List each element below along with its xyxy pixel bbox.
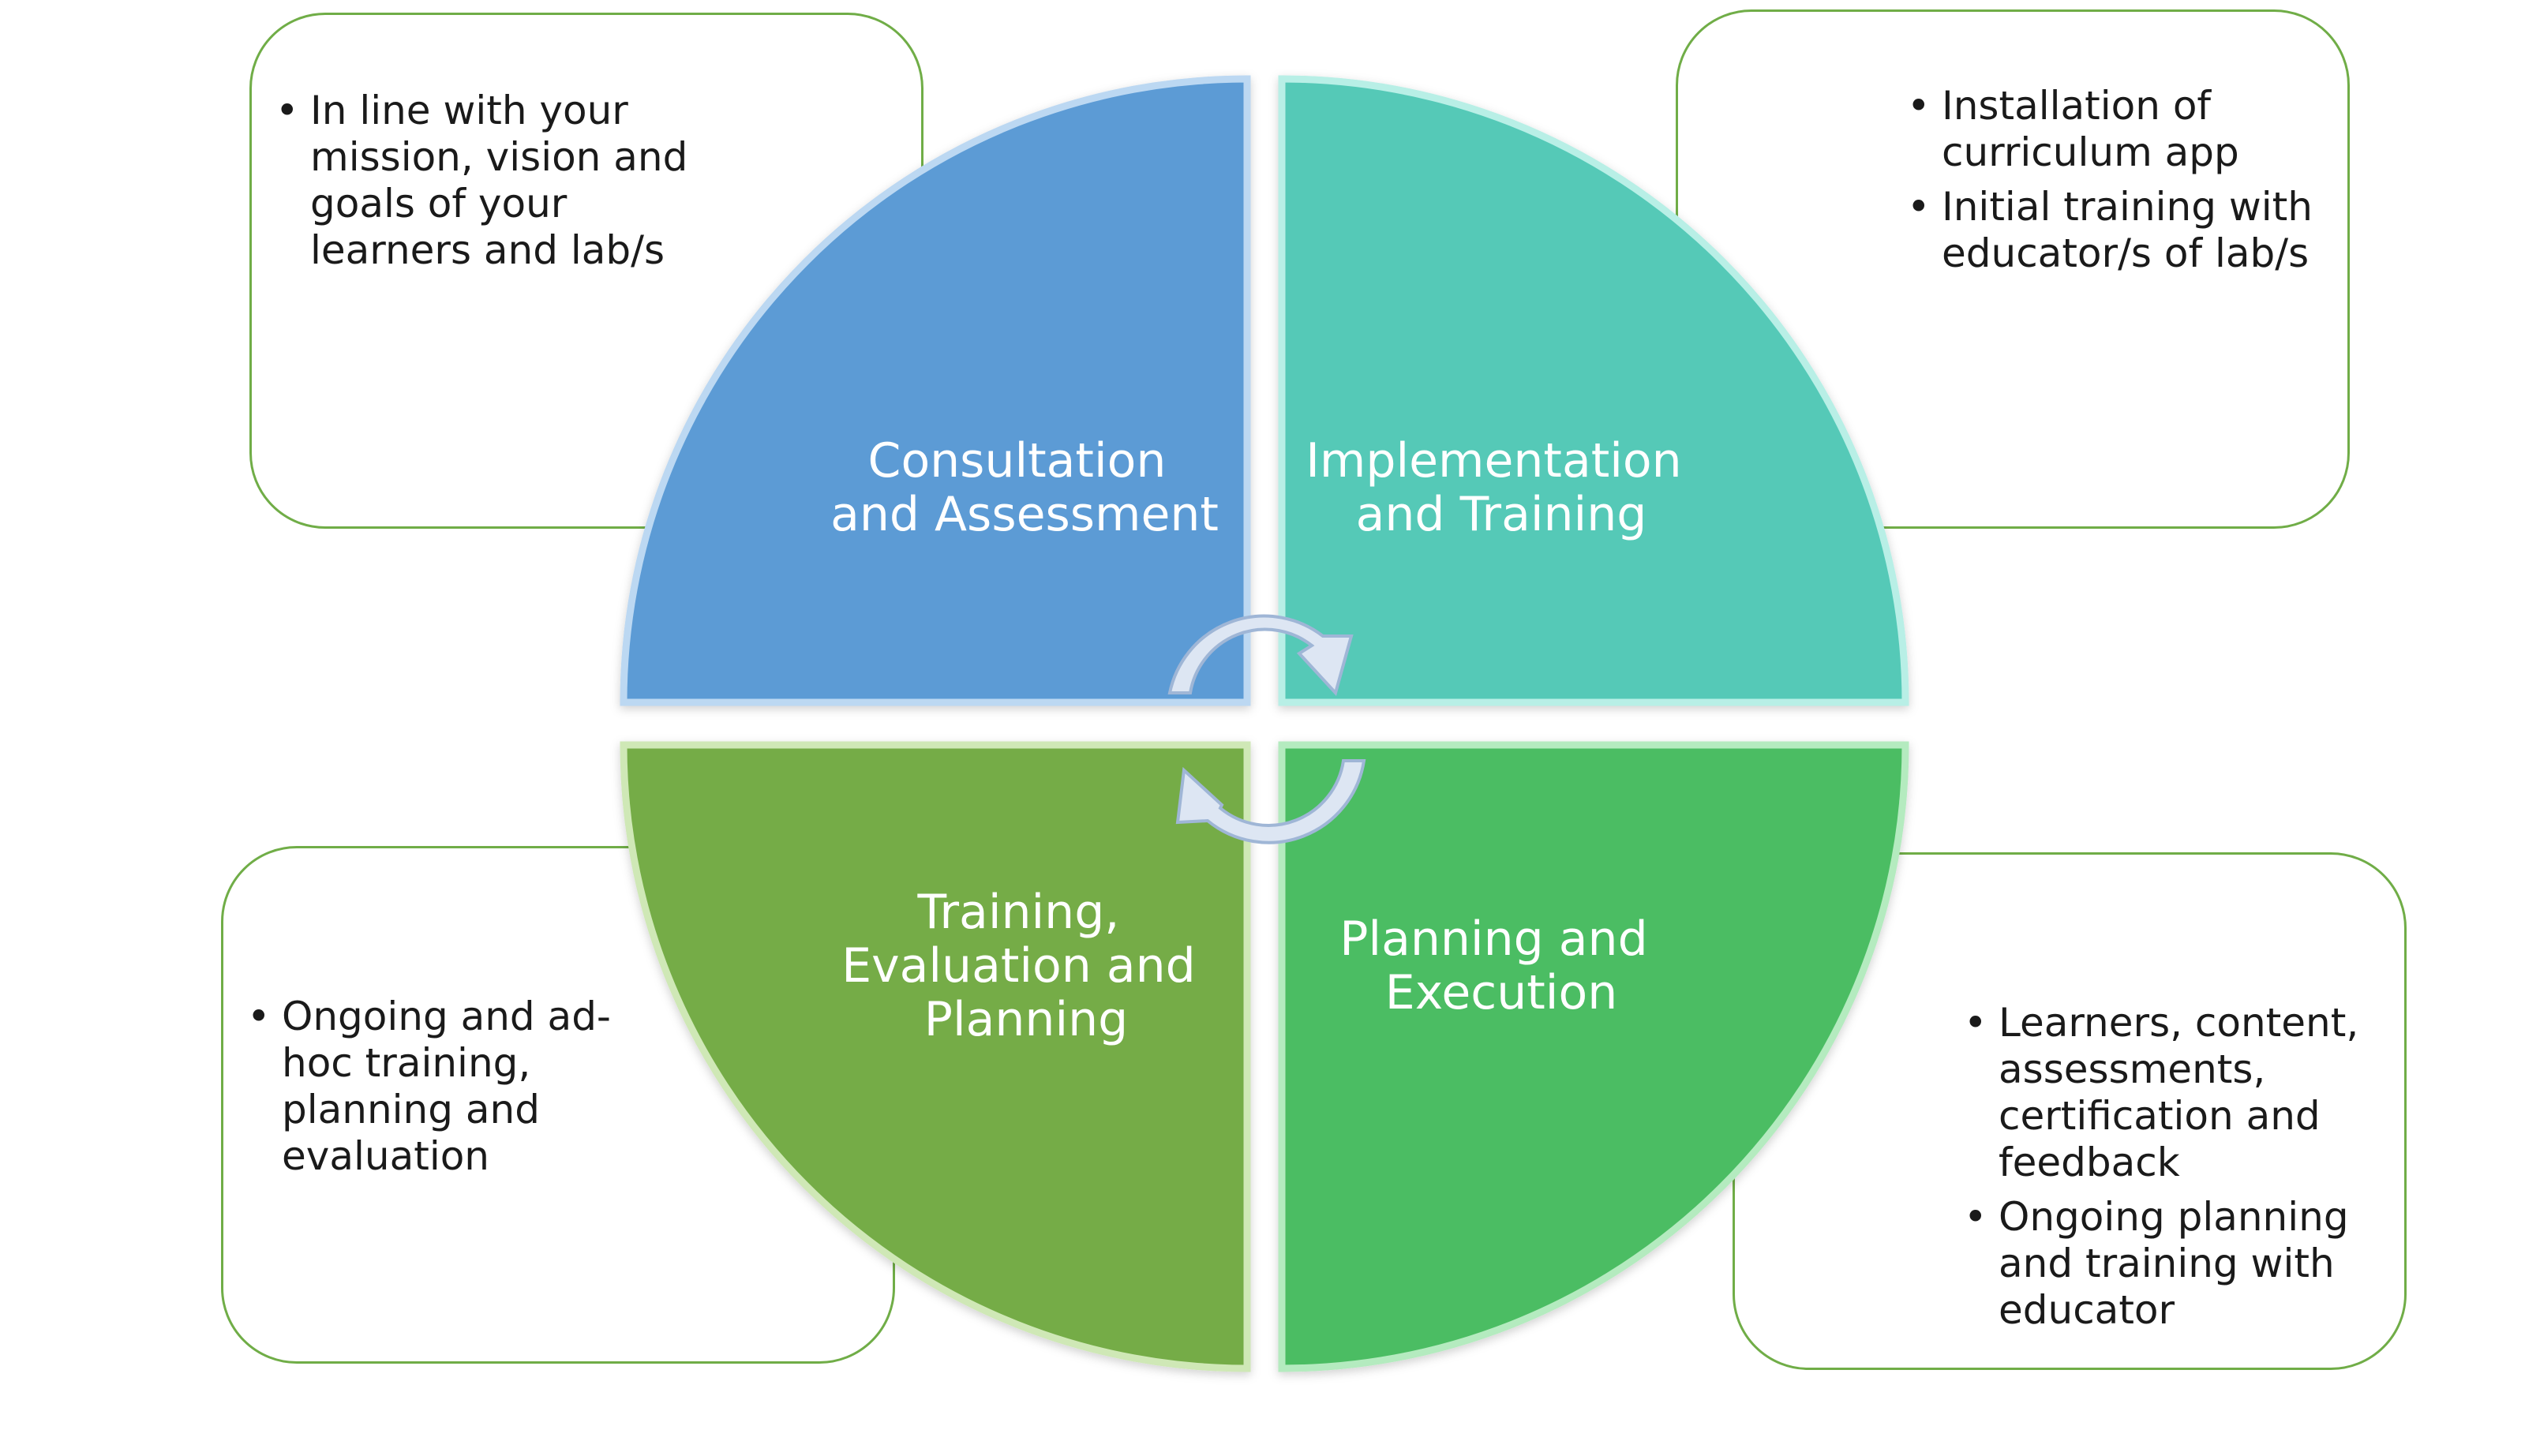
bullet-item: Ongoing and ad-hoc training, planning an… xyxy=(247,994,673,1180)
bullet-item: In line with your mission, vision and go… xyxy=(275,88,717,274)
cycle-arrows-icon xyxy=(1167,614,1366,844)
quadrant-label-consultation: Consultation and Assessment xyxy=(830,433,1219,542)
quadrant-consultation xyxy=(620,75,1251,706)
bullet-list: Installation of curriculum app Initial t… xyxy=(1907,83,2349,285)
bullet-list: Ongoing and ad-hoc training, planning an… xyxy=(247,994,673,1188)
bullet-item: Learners, content, assessments, certific… xyxy=(1964,1000,2406,1186)
bullet-list: Learners, content, assessments, certific… xyxy=(1964,1000,2406,1342)
cycle-arrow-top-icon xyxy=(1167,614,1354,697)
cycle-arrow-bottom-icon xyxy=(1175,759,1366,844)
bullet-item: Initial training with educator/s of lab/… xyxy=(1907,184,2349,277)
quadrant-label-execution: Planning and Execution xyxy=(1339,911,1663,1020)
bullet-list: In line with your mission, vision and go… xyxy=(275,88,717,282)
quadrant-implementation xyxy=(1278,75,1909,706)
quadrant-label-implementation: Implementation and Training xyxy=(1306,433,1697,542)
quadrant-execution xyxy=(1278,741,1909,1372)
quadrant-label-evaluation: Training, Evaluation and Planning xyxy=(841,885,1211,1047)
quadrant-evaluation xyxy=(620,741,1251,1372)
bullet-item: Ongoing planning and training with educa… xyxy=(1964,1194,2406,1334)
bullet-item: Installation of curriculum app xyxy=(1907,83,2349,176)
